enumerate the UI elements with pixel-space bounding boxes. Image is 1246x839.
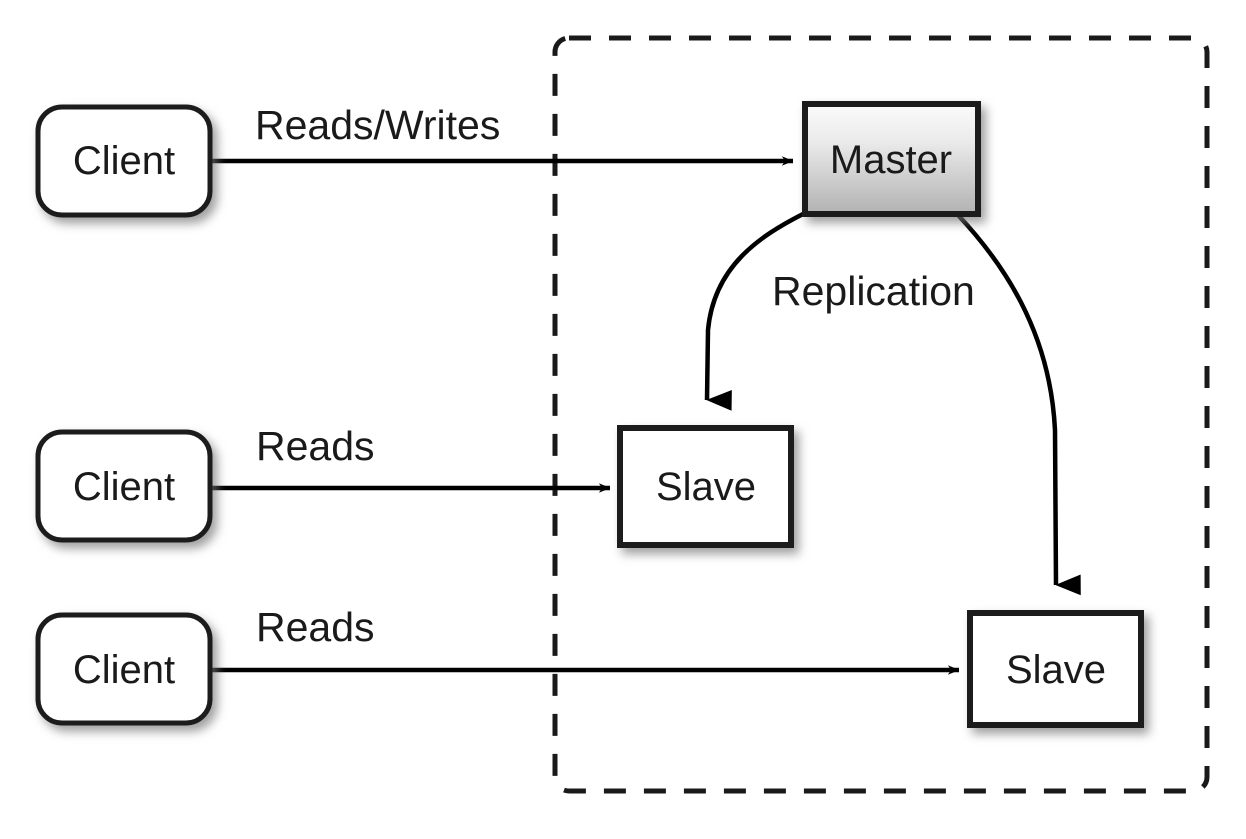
edge-master-slave1	[704, 211, 805, 411]
node-master[interactable]: Master	[802, 101, 981, 217]
edge-label-reads-writes: Reads/Writes	[255, 102, 500, 148]
master-box[interactable]	[802, 101, 981, 217]
slave-2-label: Slave	[1006, 648, 1106, 692]
slave-1-label: Slave	[656, 465, 756, 509]
node-slave-2[interactable]: Slave	[967, 610, 1144, 728]
slave-2-box[interactable]	[967, 610, 1144, 728]
client-2-label: Client	[73, 465, 175, 509]
edge-label-replication: Replication	[772, 268, 975, 314]
edge-curve	[704, 211, 805, 411]
node-slave-1[interactable]: Slave	[617, 425, 794, 548]
client-3-box[interactable]	[35, 612, 213, 726]
edge-label-reads-2: Reads	[256, 604, 375, 650]
client-1-label: Client	[73, 139, 175, 183]
client-1-box[interactable]	[35, 104, 213, 218]
edge-curve	[956, 213, 1081, 596]
client-2-box[interactable]	[35, 429, 213, 543]
slave-1-box[interactable]	[617, 425, 794, 548]
database-cluster-boundary	[552, 35, 1210, 794]
client-3-label: Client	[73, 648, 175, 692]
edge-master-slave2	[956, 213, 1081, 596]
edge-label-reads-1: Reads	[256, 423, 375, 469]
node-client-1[interactable]: Client	[35, 104, 213, 218]
node-client-3[interactable]: Client	[35, 612, 213, 726]
node-client-2[interactable]: Client	[35, 429, 213, 543]
master-label: Master	[830, 138, 952, 182]
